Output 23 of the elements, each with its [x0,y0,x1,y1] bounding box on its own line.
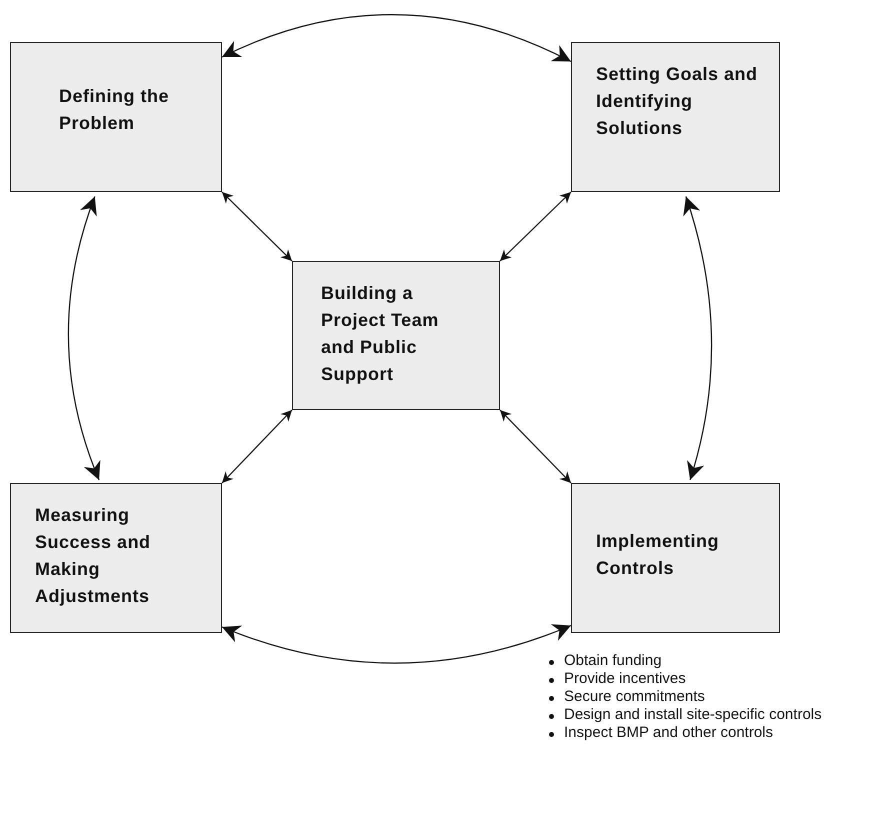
box-label: Defining the Problem [59,85,170,135]
process-box [292,261,500,410]
double-arrow [222,410,292,484]
double-arrow [500,410,572,484]
box-label: Building a Project Team and Public Support [321,282,440,386]
bullet-item: Design and install site-specific controls [547,706,837,724]
bullet-item: Secure commitments [547,688,837,706]
double-arrow [68,196,101,480]
double-arrow [682,196,712,480]
process-box [571,42,780,192]
process-box [10,483,222,633]
double-arrow [500,192,572,262]
process-box [571,483,780,633]
double-arrow [222,624,572,664]
bullet-item: Inspect BMP and other controls [547,724,837,742]
box-label: Measuring Success and Making Adjustments [35,504,152,608]
double-arrow [222,14,572,62]
bullet-item: Provide incentives [547,670,837,688]
box-label: Setting Goals and Identifying Solutions [596,63,759,140]
double-arrow [222,192,292,262]
process-box [10,42,222,192]
box-label: Implementing Controls [596,530,720,580]
bullet-item: Obtain funding [547,652,837,670]
